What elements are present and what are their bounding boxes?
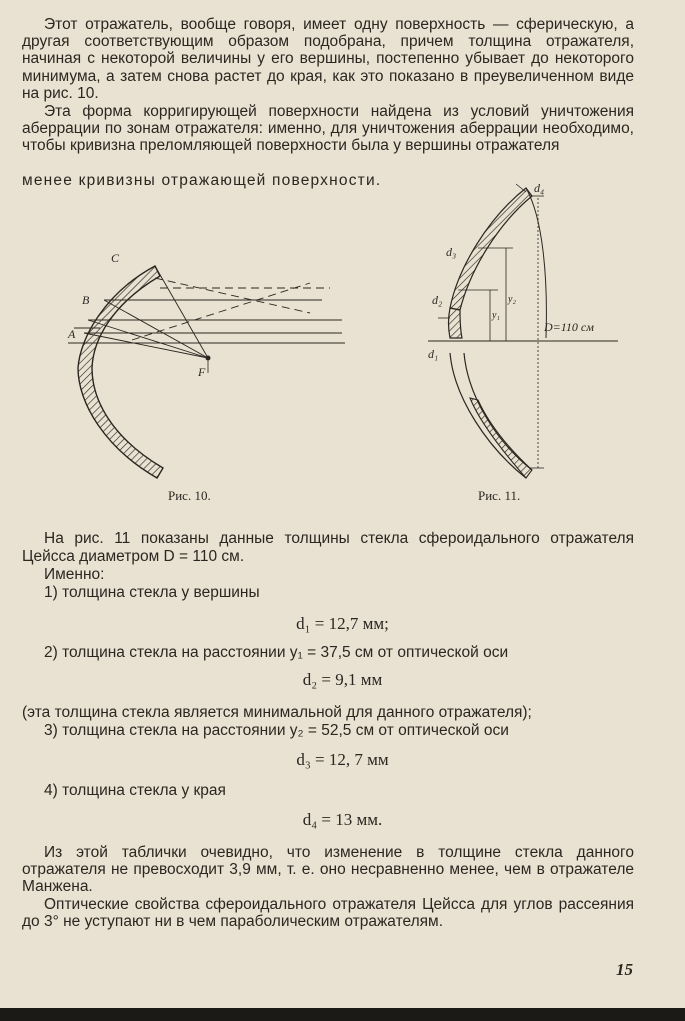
page-number: 15 xyxy=(616,960,633,979)
item-3: 3) толщина стекла на расстоянии y₂ = 52,… xyxy=(44,722,509,739)
fig10-label-f: F xyxy=(197,365,206,379)
paragraph-4: Из этой таблички очевидно, что изменение… xyxy=(22,844,634,896)
fig11-label-y2: y₂ xyxy=(507,294,516,305)
item-2: 2) толщина стекла на расстоянии y₁ = 37,… xyxy=(44,644,509,661)
namely-label: Именно: xyxy=(44,566,105,583)
fig11-label-diameter: D=110 см xyxy=(543,320,594,334)
fig11-label-d1: d₁ xyxy=(428,347,438,361)
equation-2: d₂ = 9,1 мм xyxy=(302,670,383,689)
paragraph-2-tail: менее кривизны отражающей поверхности. xyxy=(22,172,382,189)
paragraph-2: Эта форма корригирующей поверхности найд… xyxy=(22,103,634,155)
figure-10-diagram: C B A F xyxy=(67,251,345,479)
fig11-label-y1: y₁ xyxy=(491,310,500,321)
fig11-label-d2: d₂ xyxy=(432,293,442,307)
fig10-label-a: A xyxy=(67,327,76,341)
fig10-label-b: B xyxy=(82,293,90,307)
figure-11-diagram: d₄ d₃ d₂ d₁ y₂ y₁ D=110 см xyxy=(428,181,618,479)
paragraph-3: На рис. 11 показаны данные толщины стекл… xyxy=(22,530,634,565)
mirror-cross-section xyxy=(77,265,164,479)
equation-4: d₄ = 13 мм. xyxy=(302,810,383,829)
fig11-label-d3: d₃ xyxy=(446,245,456,259)
figure-10-caption: Рис. 10. xyxy=(168,488,211,503)
figure-11-caption: Рис. 11. xyxy=(478,488,521,503)
note-2: (эта толщина стекла является минимальной… xyxy=(22,704,532,721)
fig10-label-c: C xyxy=(111,251,120,265)
paragraph-5: Оптические свойства сфероидального отраж… xyxy=(22,896,634,931)
equation-3: d₃ = 12, 7 мм xyxy=(296,750,389,769)
fig11-label-d4: d₄ xyxy=(534,181,544,195)
paragraph-1: Этот отражатель, вообще говоря, имеет од… xyxy=(22,16,634,102)
item-4: 4) толщина стекла у края xyxy=(44,782,226,799)
item-1: 1) толщина стекла у вершины xyxy=(44,584,260,601)
equation-1: d₁ = 12,7 мм; xyxy=(296,614,389,633)
paragraph-2-text: Эта форма корригирующей поверхности найд… xyxy=(22,103,634,155)
scan-edge xyxy=(0,1008,685,1021)
